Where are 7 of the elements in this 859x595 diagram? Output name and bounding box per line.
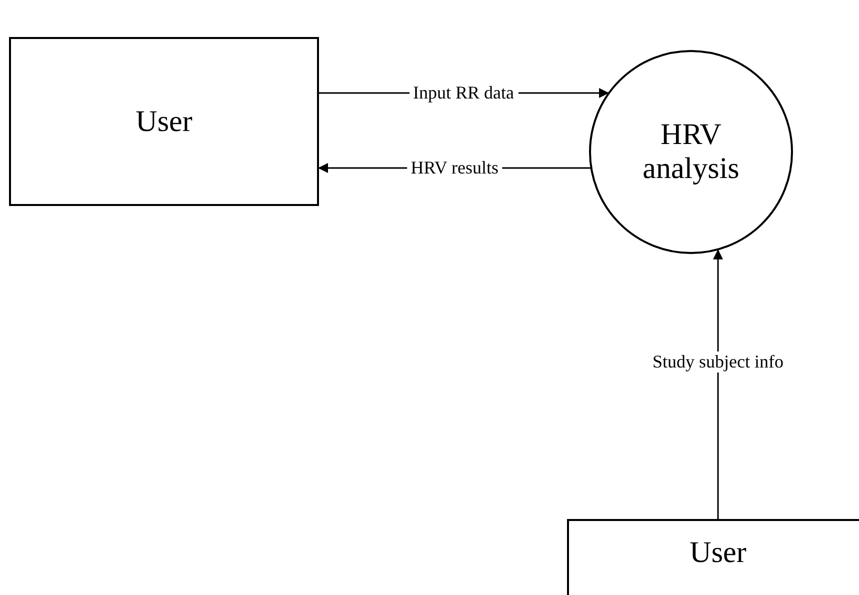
process-circle [589, 50, 793, 254]
entity-label: User [690, 536, 746, 570]
entity-label: User [136, 104, 192, 138]
entity-box [9, 37, 319, 206]
entity-box [567, 519, 859, 595]
entity-label: HRV analysis [642, 118, 740, 186]
arrow [713, 249, 723, 520]
